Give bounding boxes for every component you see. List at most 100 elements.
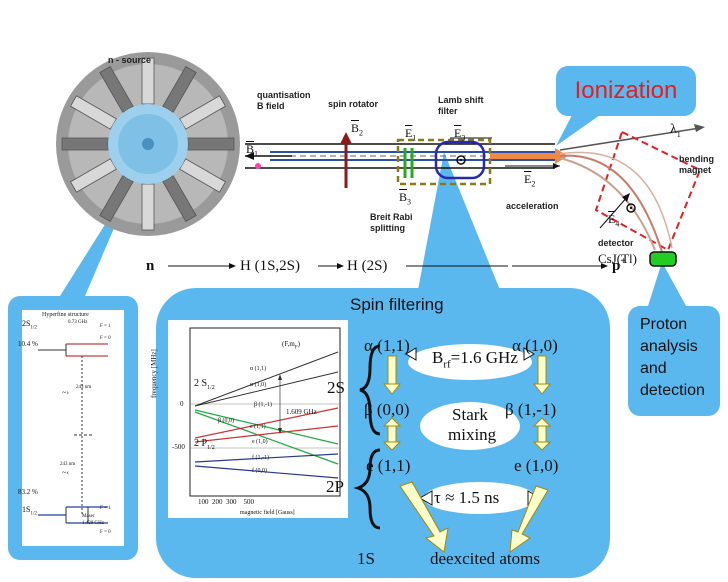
plot-xlabel: magnetic field [Gauss]: [240, 510, 295, 516]
sequence-h1: H (1S,2S): [240, 258, 301, 274]
spin-filtering-title: Spin filtering: [350, 295, 444, 314]
e3-symbol: E3: [454, 126, 466, 143]
sequence-p: p+: [612, 256, 627, 274]
svg-text:~›: ~›: [62, 388, 69, 397]
neutron-source-icon: [56, 52, 240, 236]
plot-ytick-0: 0: [180, 400, 184, 408]
source-spoke: [162, 175, 197, 223]
spin-rotator-label: spin rotator: [328, 99, 379, 109]
bending-magnet-box: [594, 130, 702, 252]
breit-rabi-label-2: splitting: [370, 223, 405, 233]
state-beta1m1: β (1,-1): [505, 400, 557, 419]
state-beta00: β (0,0): [364, 400, 410, 419]
plot-line-beta1m1: β (1,-1): [254, 402, 273, 408]
e4-symbol: E4: [608, 212, 620, 229]
bending-magnet-label-2: magnet: [679, 165, 712, 175]
proton-analysis-panel: Proton analysis and detection: [628, 306, 720, 416]
lamb-shift-label-2: filter: [438, 106, 458, 116]
breit-rabi-plot: [168, 320, 348, 518]
quantisation-label-1: quantisation: [257, 90, 311, 100]
f1-top: F = 1: [100, 324, 111, 329]
plot-ytick-m500: -500: [172, 443, 185, 451]
nm-243-bottom: 243 nm: [60, 462, 76, 467]
plot-line-e11: e (1,1): [250, 424, 266, 430]
state-e10: e (1,0): [514, 456, 559, 475]
svg-text:~‹: ~‹: [62, 468, 69, 477]
state-alpha10: α (1,0): [512, 336, 558, 355]
csj-label: CsJ(Tl): [598, 251, 637, 266]
bending-magnet-label-1: bending: [679, 154, 714, 164]
sequence-h2: H (2S): [347, 258, 388, 274]
plot-line-alpha10: α (1,0): [250, 382, 267, 388]
hyperfine-title: Hyperfine structure: [42, 312, 89, 318]
source-spoke: [179, 158, 227, 193]
hyperfine-diagram: ~› ~‹: [22, 310, 124, 546]
proton-line-3: and: [640, 360, 667, 377]
level-1s-label: 1S1/2: [22, 505, 37, 517]
plot-2p-label: 2 P1/2: [194, 438, 215, 451]
b2-symbol: B2: [351, 121, 364, 138]
deexcited-label: deexcited atoms: [430, 549, 540, 568]
laser-beam: [559, 127, 701, 151]
field-out-icon: [456, 155, 466, 165]
spin-level-diagram: [353, 344, 552, 554]
plot-line-f1m1: f (1,-1): [252, 455, 269, 461]
plot-line-f00: f (0,0): [252, 468, 267, 474]
proton-line-4: detection: [640, 382, 705, 399]
ghz-top: 0.73 GHz: [68, 320, 88, 325]
ghz-bottom: 1.428 GHz: [82, 521, 104, 526]
plot-ylabel: frequency [MHz]: [150, 349, 158, 398]
source-spoke: [179, 95, 227, 130]
spin-callout-pointer: [418, 152, 500, 290]
pct-top: 10.4 %: [18, 340, 38, 348]
magenta-marker: [255, 163, 261, 169]
level-2s-label: 2S1/2: [22, 319, 37, 331]
state-alpha11: α (1,1): [364, 336, 410, 355]
quantisation-label-2: B field: [257, 101, 285, 111]
breit-rabi-label-1: Breit Rabi: [370, 212, 413, 222]
b1-symbol: B1: [246, 142, 259, 159]
ionization-callout: Ionization: [556, 66, 696, 116]
pct-bottom: 83.2 %: [18, 488, 38, 496]
b3-symbol: B3: [399, 190, 412, 207]
source-spoke: [141, 183, 155, 231]
acceleration-label: acceleration: [506, 201, 559, 211]
level-2s: 2S: [327, 378, 345, 397]
plot-xticks: 100 200 300 500: [198, 498, 254, 506]
level-2p: 2P: [326, 477, 344, 496]
source-spoke: [187, 137, 235, 151]
plot-fm-label: (F,mF): [282, 340, 300, 351]
proton-line-1: Proton: [640, 316, 688, 333]
f0-bottom: F = 0: [100, 530, 111, 535]
plot-line-beta00: β (0,0): [218, 418, 235, 424]
nm-243-top: 243 nm: [76, 385, 92, 390]
sequence-n: n: [146, 258, 155, 274]
plot-line-alpha11: α (1,1): [250, 366, 267, 372]
source-spoke: [99, 175, 134, 223]
plot-2s-label: 2 S1/2: [194, 378, 215, 391]
detector-label: detector: [598, 238, 634, 248]
level-1s: 1S: [357, 549, 375, 568]
source-spoke: [61, 137, 109, 151]
tau-label: τ ≈ 1.5 ns: [434, 488, 500, 507]
plot-line-e10: e (1,0): [252, 439, 268, 445]
state-e11: e (1,1): [366, 456, 411, 475]
e2-symbol: E2: [524, 172, 536, 189]
f0-top: F = 0: [100, 336, 111, 341]
maser-label: Maser: [82, 514, 95, 519]
ionization-callout-pointer: [556, 115, 600, 146]
e1-symbol: E1: [405, 126, 417, 143]
proton-callout-pointer: [648, 262, 686, 306]
f1-bottom: F = 1: [100, 506, 111, 511]
brf-label: Brf=1.6 GHz: [432, 348, 518, 371]
lamb-shift-label-1: Lamb shift: [438, 95, 484, 105]
lamb-shift-filter-box: [396, 138, 492, 186]
hyperfine-panel: ~› ~‹: [8, 296, 138, 560]
lamb-coil: [434, 140, 486, 180]
detector-block: [649, 251, 677, 267]
source-title: n - source: [108, 55, 152, 65]
sequence-arrows: [168, 263, 608, 269]
plot-ghz-label: 1.609 GHz: [286, 408, 317, 416]
proton-line-2: analysis: [640, 338, 698, 355]
